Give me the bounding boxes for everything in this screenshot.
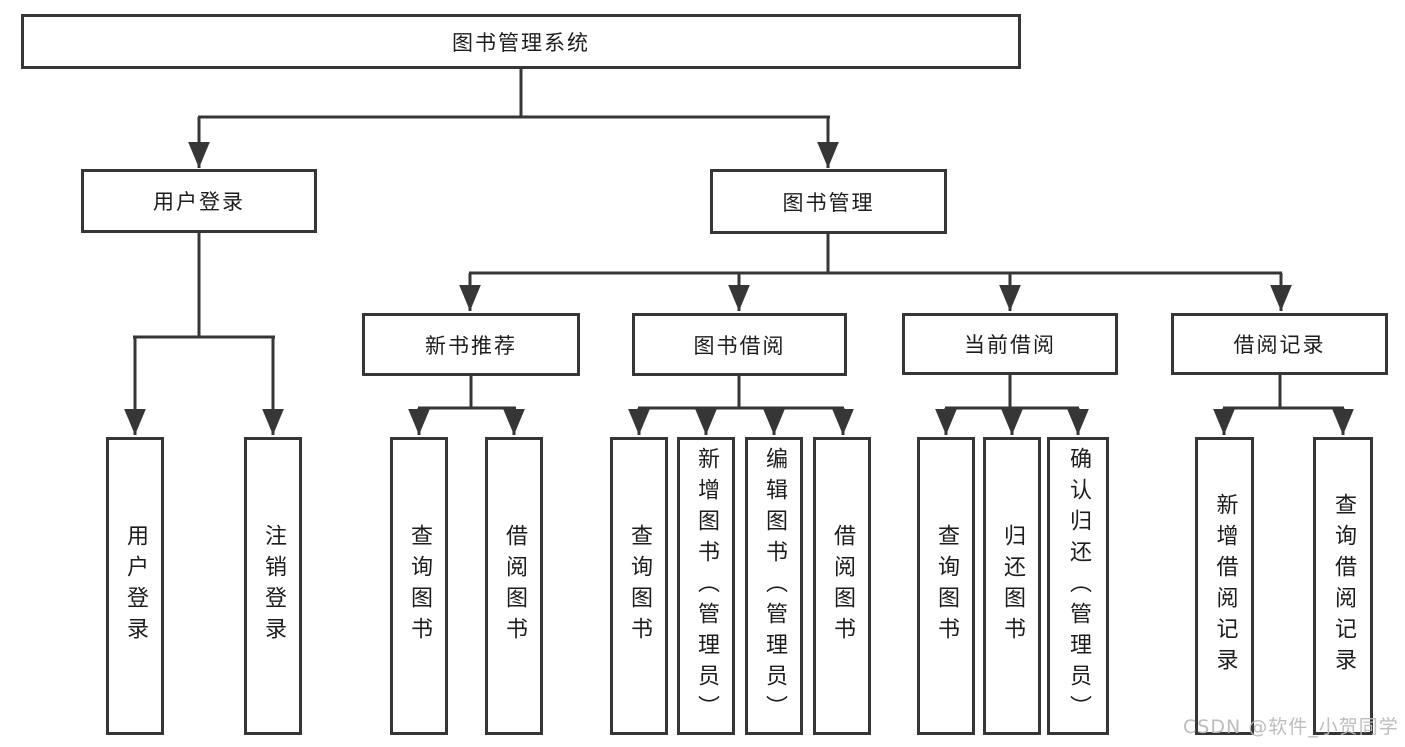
node-book-mgmt: 图书管理 [710,169,947,234]
connector-book-mgmt-branch [459,234,1292,311]
leaf-logout: 注销登录 [244,437,302,735]
node-new-book-rec-label: 新书推荐 [425,333,517,358]
node-borrow-records-label: 借阅记录 [1233,333,1326,357]
node-user-login: 用户登录 [81,169,317,233]
leaf-cb-return-books: 归还图书 [983,437,1041,735]
connector-new-book-branch [408,376,525,435]
connector-current-borrow-branch [935,375,1089,435]
leaf-nb-borrow-books-label: 借阅图书 [502,524,527,648]
leaf-br-query-record: 查询借阅记录 [1313,437,1373,735]
leaf-bb-edit-books-admin-label: 编辑图书（管理员） [762,446,787,726]
leaf-bb-query-books-label: 查询图书 [627,524,652,648]
connector-book-borrow-branch [628,376,854,435]
leaf-logout-label: 注销登录 [261,524,286,648]
leaf-bb-edit-books-admin: 编辑图书（管理员） [745,437,803,735]
connector-root-branch [188,69,839,168]
node-root-label: 图书管理系统 [452,30,590,55]
leaf-bb-borrow-books-label: 借阅图书 [830,524,855,648]
leaf-cb-confirm-return-admin-label: 确认归还（管理员） [1066,446,1091,726]
leaf-br-query-record-label: 查询借阅记录 [1331,493,1356,679]
node-book-borrow: 图书借阅 [632,313,847,376]
node-user-login-label: 用户登录 [153,190,245,214]
leaf-cb-query-books-label: 查询图书 [934,524,959,648]
leaf-cb-query-books: 查询图书 [917,437,975,735]
leaf-user-login: 用户登录 [106,437,164,735]
leaf-bb-borrow-books: 借阅图书 [813,437,871,735]
leaf-nb-query-books: 查询图书 [390,437,448,735]
node-current-borrow-label: 当前借阅 [964,333,1056,357]
leaf-nb-query-books-label: 查询图书 [407,524,432,648]
node-root: 图书管理系统 [21,14,1021,69]
leaf-bb-add-books-admin: 新增图书（管理员） [677,437,735,735]
node-book-borrow-label: 图书借阅 [693,333,786,358]
leaf-cb-confirm-return-admin: 确认归还（管理员） [1047,437,1109,735]
csdn-watermark: CSDN @软件_小贺同学 [1183,716,1399,738]
node-book-mgmt-label: 图书管理 [782,190,875,215]
leaf-br-add-record-label: 新增借阅记录 [1212,493,1238,679]
connector-borrow-records-branch [1213,375,1354,435]
leaf-bb-add-books-admin-label: 新增图书（管理员） [694,446,719,726]
leaf-bb-query-books: 查询图书 [610,437,668,735]
leaf-user-login-label: 用户登录 [123,524,148,648]
connector-user-login-branch [124,233,284,435]
node-current-borrow: 当前借阅 [902,313,1118,375]
leaf-nb-borrow-books: 借阅图书 [485,437,543,735]
node-new-book-rec: 新书推荐 [362,313,580,376]
leaf-cb-return-books-label: 归还图书 [1000,524,1025,648]
leaf-br-add-record: 新增借阅记录 [1195,437,1254,735]
node-borrow-records: 借阅记录 [1171,313,1388,375]
